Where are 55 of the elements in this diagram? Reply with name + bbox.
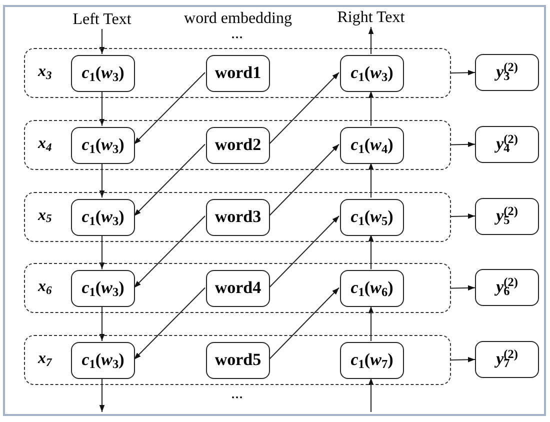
arrow bbox=[450, 357, 476, 362]
function-box: c$_{1}$(w$_{5}$) bbox=[340, 198, 404, 236]
ellipsis-text: ... bbox=[231, 25, 243, 43]
row-label: x$_{6}$ bbox=[38, 277, 52, 296]
arrow bbox=[268, 216, 340, 288]
arrow bbox=[99, 90, 105, 126]
row-label: x$_{5}$ bbox=[38, 206, 52, 225]
row-label: x$_{3}$ bbox=[38, 62, 52, 82]
arrow bbox=[450, 142, 476, 148]
function-box: c$_{1}$(w$_{3}$) bbox=[71, 55, 135, 92]
arrow bbox=[99, 306, 105, 342]
arrow bbox=[268, 144, 340, 216]
arrow bbox=[368, 90, 374, 126]
column-heading: word embedding bbox=[184, 10, 292, 28]
function-box: c$_{1}$(w$_{3}$) bbox=[71, 126, 135, 164]
arrow bbox=[268, 287, 340, 360]
function-box: c$_{1}$(w$_{6}$) bbox=[340, 270, 404, 308]
row-label: x$_{4}$ bbox=[38, 134, 52, 153]
arrow bbox=[134, 144, 206, 216]
function-box: c$_{1}$(w$_{3}$) bbox=[71, 342, 135, 379]
arrow bbox=[368, 306, 374, 342]
word-box: word2 bbox=[206, 126, 270, 164]
function-box: c$_{1}$(w$_{3}$) bbox=[71, 270, 135, 308]
arrow bbox=[268, 72, 340, 145]
arrow bbox=[134, 287, 206, 360]
word-box: word3 bbox=[206, 198, 270, 236]
function-box: c$_{1}$(w$_{3}$) bbox=[340, 55, 404, 92]
arrow bbox=[99, 378, 105, 412]
arrow bbox=[368, 162, 374, 198]
dashed-group-box bbox=[24, 192, 451, 242]
heading-text: Right Text bbox=[331, 9, 411, 27]
dashed-group-box bbox=[24, 335, 451, 385]
arrow bbox=[99, 162, 105, 198]
function-box: c$_{1}$(w$_{4}$) bbox=[340, 126, 404, 164]
arrow bbox=[134, 216, 206, 288]
word-box: word4 bbox=[206, 270, 270, 308]
dashed-group-box bbox=[24, 120, 451, 170]
arrow bbox=[450, 214, 476, 219]
row-label: x$_{7}$ bbox=[38, 349, 52, 368]
function-box: c$_{1}$(w$_{3}$) bbox=[71, 198, 135, 236]
ellipsis-text: ... bbox=[231, 385, 243, 403]
arrow bbox=[368, 234, 374, 270]
dashed-group-box bbox=[24, 48, 451, 98]
arrow bbox=[134, 72, 206, 145]
word-box: word1 bbox=[206, 55, 270, 92]
function-box: c$_{1}$(w$_{7}$) bbox=[340, 342, 404, 379]
arrow bbox=[368, 378, 374, 412]
arrow bbox=[99, 234, 105, 270]
dashed-group-box bbox=[24, 263, 451, 314]
arrow bbox=[450, 70, 476, 76]
word-box: word5 bbox=[206, 342, 270, 379]
heading-text: Left Text bbox=[62, 11, 142, 29]
arrow bbox=[99, 28, 105, 54]
arrow bbox=[368, 26, 374, 54]
arrow bbox=[450, 285, 476, 291]
